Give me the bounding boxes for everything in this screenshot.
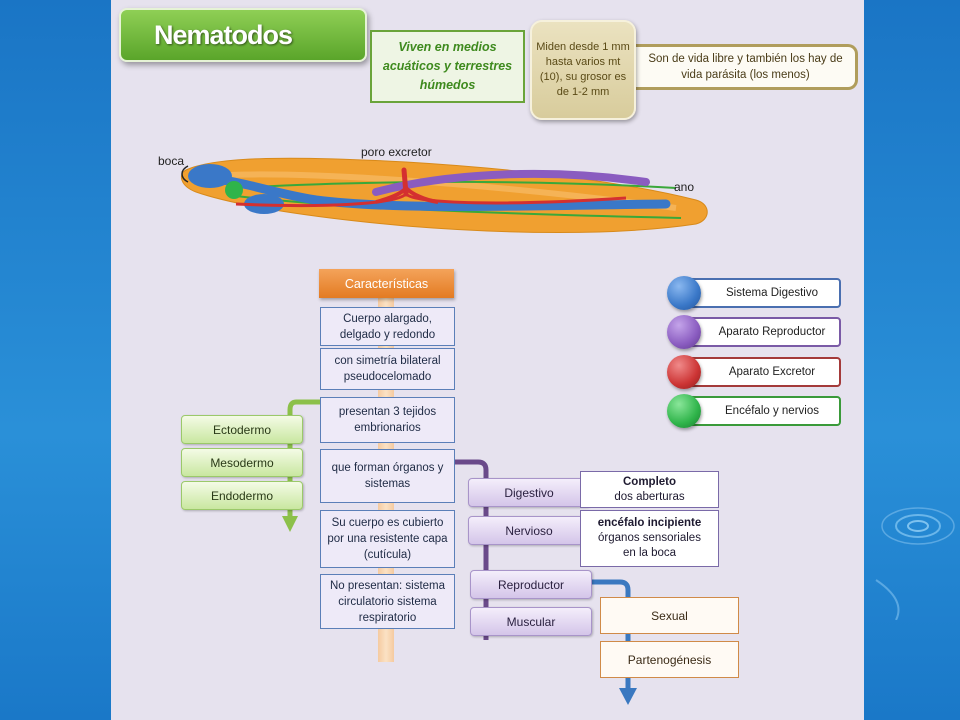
germ-layer-mesodermo: Mesodermo [181, 448, 303, 477]
nervous-desc-title: encéfalo incipiente [597, 517, 702, 529]
legend-reproductive: Aparato Reproductor [667, 315, 843, 349]
nervous-desc-text: órganos sensoriales en la boca [598, 532, 701, 559]
label-mouth: boca [158, 154, 185, 168]
label-anus: ano [674, 180, 695, 194]
purple-dot-icon [667, 315, 701, 349]
characteristic-item: Su cuerpo es cubierto por una resistente… [320, 510, 455, 568]
germ-layer-endodermo: Endodermo [181, 481, 303, 510]
nerve-ring [225, 181, 243, 199]
characteristic-item: Cuerpo alargado, delgado y redondo [320, 307, 455, 346]
characteristic-item: presentan 3 tejidos embrionarios [320, 397, 455, 443]
characteristic-item: con simetría bilateral pseudocelomado [320, 348, 455, 390]
legend-excretory-label: Aparato Excretor [685, 357, 841, 387]
blue-dot-icon [667, 276, 701, 310]
digestive-desc-title: Completo [622, 475, 677, 488]
legend-digestive: Sistema Digestivo [667, 276, 843, 310]
legend-digestive-label: Sistema Digestivo [685, 278, 841, 308]
red-dot-icon [667, 355, 701, 389]
nematode-illustration [180, 157, 708, 233]
characteristics-header: Características [319, 269, 454, 298]
nervous-description: encéfalo incipiente órganos sensoriales … [580, 510, 719, 567]
characteristic-item: No presentan: sistema circulatorio siste… [320, 574, 455, 629]
digestive-description: Completo dos aberturas [580, 471, 719, 508]
system-digestivo: Digestivo [468, 478, 590, 507]
lifestyle-box: Son de vida libre y también los hay de v… [636, 44, 858, 90]
reproduction-sexual: Sexual [600, 597, 739, 634]
legend-nervous-label: Encéfalo y nervios [685, 396, 841, 426]
legend-excretory: Aparato Excretor [667, 355, 843, 389]
legend-nervous: Encéfalo y nervios [667, 394, 843, 428]
page-title: Nematodos [119, 8, 367, 62]
ripple-decoration [875, 507, 955, 620]
digestive-desc-text: dos aberturas [614, 490, 685, 503]
system-nervioso: Nervioso [468, 516, 590, 545]
reproductive-organ [372, 169, 650, 196]
reproduction-partenogenesis: Partenogénesis [600, 641, 739, 678]
characteristic-item: que forman órganos y sistemas [320, 449, 455, 503]
germ-layer-ectodermo: Ectodermo [181, 415, 303, 444]
habitat-box: Viven en medios acuáticos y terrestres h… [370, 30, 525, 103]
legend-reproductive-label: Aparato Reproductor [685, 317, 841, 347]
size-box: Miden desde 1 mm hasta varios mt (10), s… [530, 20, 636, 120]
system-reproductor: Reproductor [470, 570, 592, 599]
system-muscular: Muscular [470, 607, 592, 636]
green-dot-icon [667, 394, 701, 428]
label-excretory-pore: poro excretor [361, 145, 432, 159]
